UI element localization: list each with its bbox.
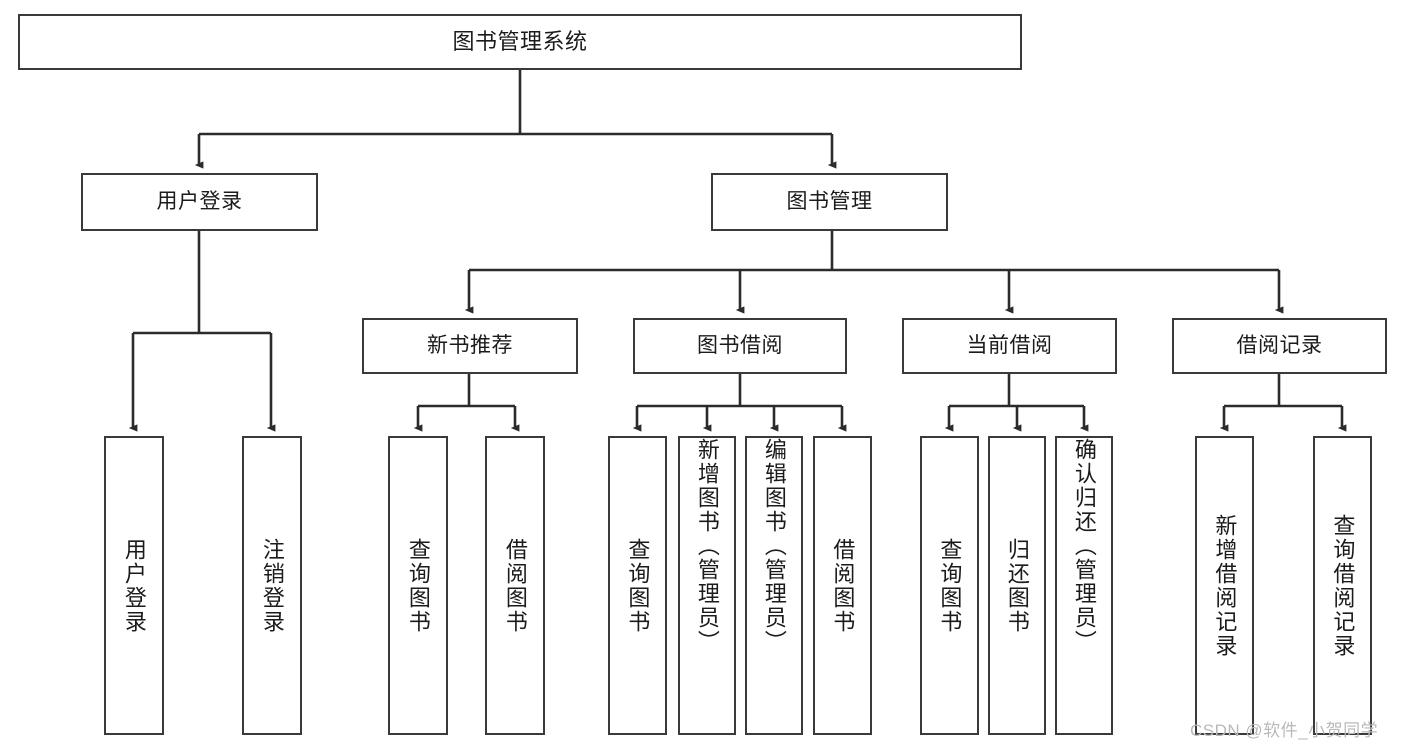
- node-leaf-borrow-book-1[interactable]: 借阅图书: [485, 436, 545, 735]
- node-new-book-recommend-label: 新书推荐: [427, 334, 513, 358]
- node-leaf-borrow-book-2-label: 借阅图书: [830, 537, 856, 634]
- node-new-book-recommend[interactable]: 新书推荐: [362, 318, 578, 374]
- node-leaf-borrow-book-2[interactable]: 借阅图书: [813, 436, 872, 735]
- node-leaf-edit-book-label: 编辑图书（管理员）: [761, 438, 787, 654]
- node-current-borrow[interactable]: 当前借阅: [902, 318, 1117, 374]
- node-leaf-query-borrow-record-label: 查询借阅记录: [1330, 513, 1356, 658]
- node-leaf-borrow-book-1-label: 借阅图书: [502, 537, 528, 634]
- node-leaf-query-book-3-label: 查询图书: [937, 537, 963, 634]
- node-root[interactable]: 图书管理系统: [18, 14, 1022, 70]
- node-leaf-query-book-1[interactable]: 查询图书: [388, 436, 448, 735]
- node-leaf-user-logout-label: 注销登录: [259, 537, 285, 634]
- node-leaf-user-logout[interactable]: 注销登录: [242, 436, 302, 735]
- csdn-watermark: CSDN @软件_小贺同学: [1190, 721, 1379, 740]
- node-leaf-return-book[interactable]: 归还图书: [988, 436, 1046, 735]
- node-borrow-record[interactable]: 借阅记录: [1172, 318, 1387, 374]
- node-leaf-add-borrow-record[interactable]: 新增借阅记录: [1195, 436, 1254, 735]
- node-leaf-edit-book[interactable]: 编辑图书（管理员）: [745, 436, 803, 735]
- node-leaf-user-login-label: 用户登录: [121, 537, 147, 634]
- node-current-borrow-label: 当前借阅: [966, 334, 1053, 358]
- node-book-manage-label: 图书管理: [786, 190, 873, 214]
- node-root-label: 图书管理系统: [452, 28, 588, 54]
- node-book-borrow[interactable]: 图书借阅: [633, 318, 847, 374]
- node-leaf-add-borrow-record-label: 新增借阅记录: [1212, 513, 1238, 658]
- node-leaf-user-login[interactable]: 用户登录: [104, 436, 164, 735]
- node-user-login[interactable]: 用户登录: [81, 173, 318, 231]
- node-leaf-query-book-2[interactable]: 查询图书: [608, 436, 667, 735]
- node-leaf-add-book-label: 新增图书（管理员）: [694, 438, 720, 654]
- node-book-borrow-label: 图书借阅: [697, 334, 783, 358]
- node-leaf-confirm-return[interactable]: 确认归还（管理员）: [1055, 436, 1113, 735]
- node-leaf-confirm-return-label: 确认归还（管理员）: [1071, 438, 1097, 654]
- node-leaf-query-book-3[interactable]: 查询图书: [920, 436, 979, 735]
- node-leaf-query-book-1-label: 查询图书: [405, 537, 431, 634]
- node-leaf-query-book-2-label: 查询图书: [625, 537, 651, 634]
- node-leaf-return-book-label: 归还图书: [1004, 537, 1030, 634]
- node-borrow-record-label: 借阅记录: [1236, 334, 1323, 358]
- node-leaf-add-book[interactable]: 新增图书（管理员）: [678, 436, 736, 735]
- node-leaf-query-borrow-record[interactable]: 查询借阅记录: [1313, 436, 1372, 735]
- node-user-login-label: 用户登录: [156, 190, 243, 214]
- node-book-manage[interactable]: 图书管理: [711, 173, 948, 231]
